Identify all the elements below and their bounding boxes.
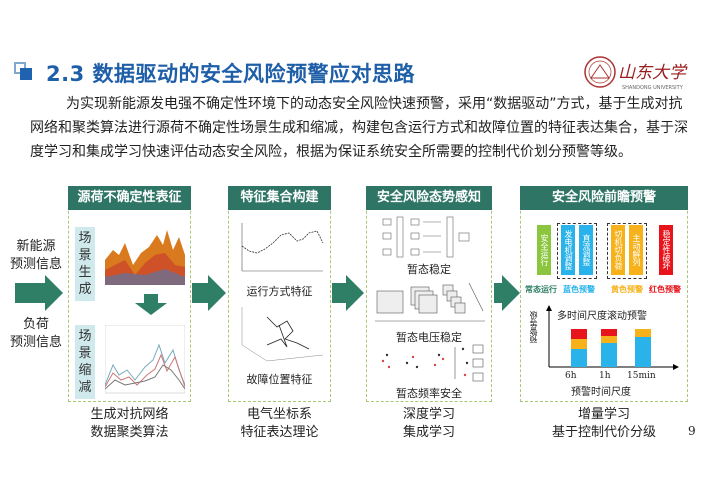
ensemble-diagram: [381, 344, 484, 382]
label-fault-location: 故障位置特征: [246, 373, 313, 386]
fault-location-plot: [241, 307, 324, 362]
chart-title: 多时间尺度滚动预警: [557, 311, 647, 322]
load-line1: 负荷: [22, 317, 49, 332]
box-safe-operation: 安全运行: [537, 225, 551, 275]
box-gen-load-shedding: 切机切负荷: [611, 225, 625, 275]
panel-title: 安全风险前瞻预警: [520, 186, 688, 210]
renewable-line1: 新能源: [16, 239, 56, 254]
label-operating-mode: 运行方式特征: [246, 285, 313, 298]
load-line2: 预测信息: [9, 335, 62, 350]
chart-y-label: 预警等级: [529, 311, 538, 343]
flow-arrow-icon: [332, 275, 364, 311]
operating-mode-plot: [241, 223, 324, 272]
flow-arrow-icon: [494, 275, 520, 311]
caption-panel-2: 电气坐标系特征表达理论: [218, 406, 341, 442]
down-arrow-icon: [135, 303, 167, 315]
level-normal: 常态运行: [525, 285, 557, 294]
caption-line: 特征表达理论: [240, 425, 319, 440]
svg-text:山东大学: 山东大学: [618, 63, 688, 83]
panel-early-warning: 安全风险前瞻预警 安全运行 发电机调整 直流调整 切机切负荷 主动解列 稳定性破…: [520, 186, 688, 402]
scenario-generation-plot: [105, 230, 185, 285]
caption-line: 增量学习: [577, 407, 630, 422]
tick-15min: 15min: [627, 371, 656, 381]
box-instability: 稳定性破坏: [659, 225, 673, 275]
box-active-splitting: 主动解列: [629, 225, 643, 275]
panel-title: 安全风险态势感知: [366, 186, 492, 210]
cnn-diagram: [375, 282, 485, 322]
tag-scene-reduction: 场景缩减: [75, 325, 95, 399]
renewable-input-label: 新能源 预测信息: [8, 238, 64, 274]
label-transient-voltage: 暂态电压稳定: [396, 331, 462, 344]
panel-title: 源荷不确定性表征: [68, 186, 191, 210]
tag-scene-generation: 场景生成: [75, 227, 95, 301]
renewable-line2: 预测信息: [9, 257, 62, 272]
page-number: 9: [688, 424, 696, 438]
panel-feature-set: 特征集合构建 运行方式特征 故障位置特征: [228, 186, 331, 402]
svg-text:SHANDONG UNIVERSITY: SHANDONG UNIVERSITY: [622, 85, 684, 91]
tick-6h: 6h: [565, 371, 577, 381]
caption-line: 基于控制代价分级: [551, 425, 656, 440]
rolling-warning-chart: [546, 305, 679, 370]
caption-panel-3: 深度学习集成学习: [366, 406, 492, 442]
label-transient-stability: 暂态稳定: [407, 263, 451, 276]
caption-line: 数据聚类算法: [90, 425, 169, 440]
caption-line: 深度学习: [402, 407, 455, 422]
caption-panel-1: 生成对抗网络数据聚类算法: [68, 406, 191, 442]
scenario-reduction-plot: [105, 325, 185, 394]
panel-title: 特征集合构建: [228, 186, 331, 210]
page-title: 2.3 数据驱动的安全风险预警应对思路: [46, 62, 416, 86]
box-dc-adjust: 直流调整: [579, 225, 593, 275]
caption-line: 电气坐标系: [246, 407, 312, 422]
university-logo: 山东大学 SHANDONG UNIVERSITY: [582, 54, 692, 94]
panel-uncertainty: 源荷不确定性表征 场景生成 场景缩减: [68, 186, 191, 402]
panel-situational-awareness: 安全风险态势感知 暂态稳定 暂态电压稳定 暂态频率安全: [366, 186, 492, 402]
caption-line: 生成对抗网络: [90, 407, 169, 422]
title-bullet-icon: [14, 62, 32, 80]
level-yellow: 黄色预警: [611, 285, 643, 294]
caption-panel-4: 增量学习基于控制代价分级: [520, 406, 688, 442]
flow-arrow-icon: [192, 275, 226, 311]
caption-line: 集成学习: [402, 425, 455, 440]
load-input-label: 负荷 预测信息: [8, 316, 64, 352]
label-transient-frequency: 暂态频率安全: [396, 387, 462, 400]
level-red: 红色预警: [649, 285, 681, 294]
box-generator-adjust: 发电机调整: [561, 225, 575, 275]
level-blue: 蓝色预警: [563, 285, 595, 294]
transient-stability-model-diagram: [382, 216, 470, 258]
chart-x-label: 预警时间尺度: [571, 387, 631, 398]
tick-1h: 1h: [599, 371, 611, 381]
input-arrow-icon: [15, 275, 63, 311]
intro-paragraph: 为实现新能源发电强不确定性环境下的动态安全风险快速预警，采用“数据驱动”方式，基…: [30, 96, 688, 160]
